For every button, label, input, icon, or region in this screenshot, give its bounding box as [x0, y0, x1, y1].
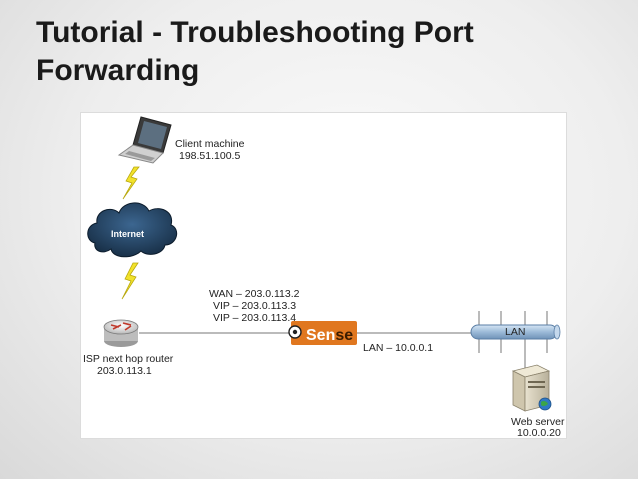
laptop-icon — [117, 116, 172, 164]
server-ip-label: 10.0.0.20 — [517, 427, 561, 438]
lightning-bolt-icon — [121, 262, 139, 300]
router-name-label: ISP next hop router — [83, 353, 174, 365]
pfsense-logo: Sense — [288, 321, 357, 345]
firewall-lan-label: LAN – 10.0.0.1 — [363, 342, 433, 354]
server-name-label: Web server — [511, 416, 565, 428]
router-ip-label: 203.0.113.1 — [97, 365, 152, 377]
firewall-wan-label: WAN – 203.0.113.2 — [209, 288, 300, 300]
firewall-vip1-label: VIP – 203.0.113.3 — [213, 300, 296, 312]
slide-title: Tutorial - Troubleshooting Port Forwardi… — [36, 16, 474, 87]
network-diagram: Client machine 198.51.100.5 Internet ISP… — [80, 112, 567, 439]
lan-segment-label: LAN — [505, 326, 525, 338]
pfsense-brand-prefix: Sen — [306, 327, 335, 344]
firewall-vip2-label: VIP – 203.0.113.4 — [213, 312, 296, 324]
network-diagram-canvas: Client machine 198.51.100.5 Internet ISP… — [83, 116, 565, 438]
router-icon — [103, 319, 139, 347]
internet-label: Internet — [111, 229, 144, 239]
server-icon — [511, 364, 552, 412]
client-ip-label: 198.51.100.5 — [179, 150, 240, 162]
pfsense-brand-text: Sense — [306, 327, 353, 344]
pfsense-brand-suffix: se — [335, 327, 353, 344]
internet-cloud-icon — [87, 202, 178, 258]
lan-bus-segment — [470, 311, 561, 375]
client-name-label: Client machine — [175, 138, 245, 150]
lightning-bolt-icon — [122, 166, 140, 200]
